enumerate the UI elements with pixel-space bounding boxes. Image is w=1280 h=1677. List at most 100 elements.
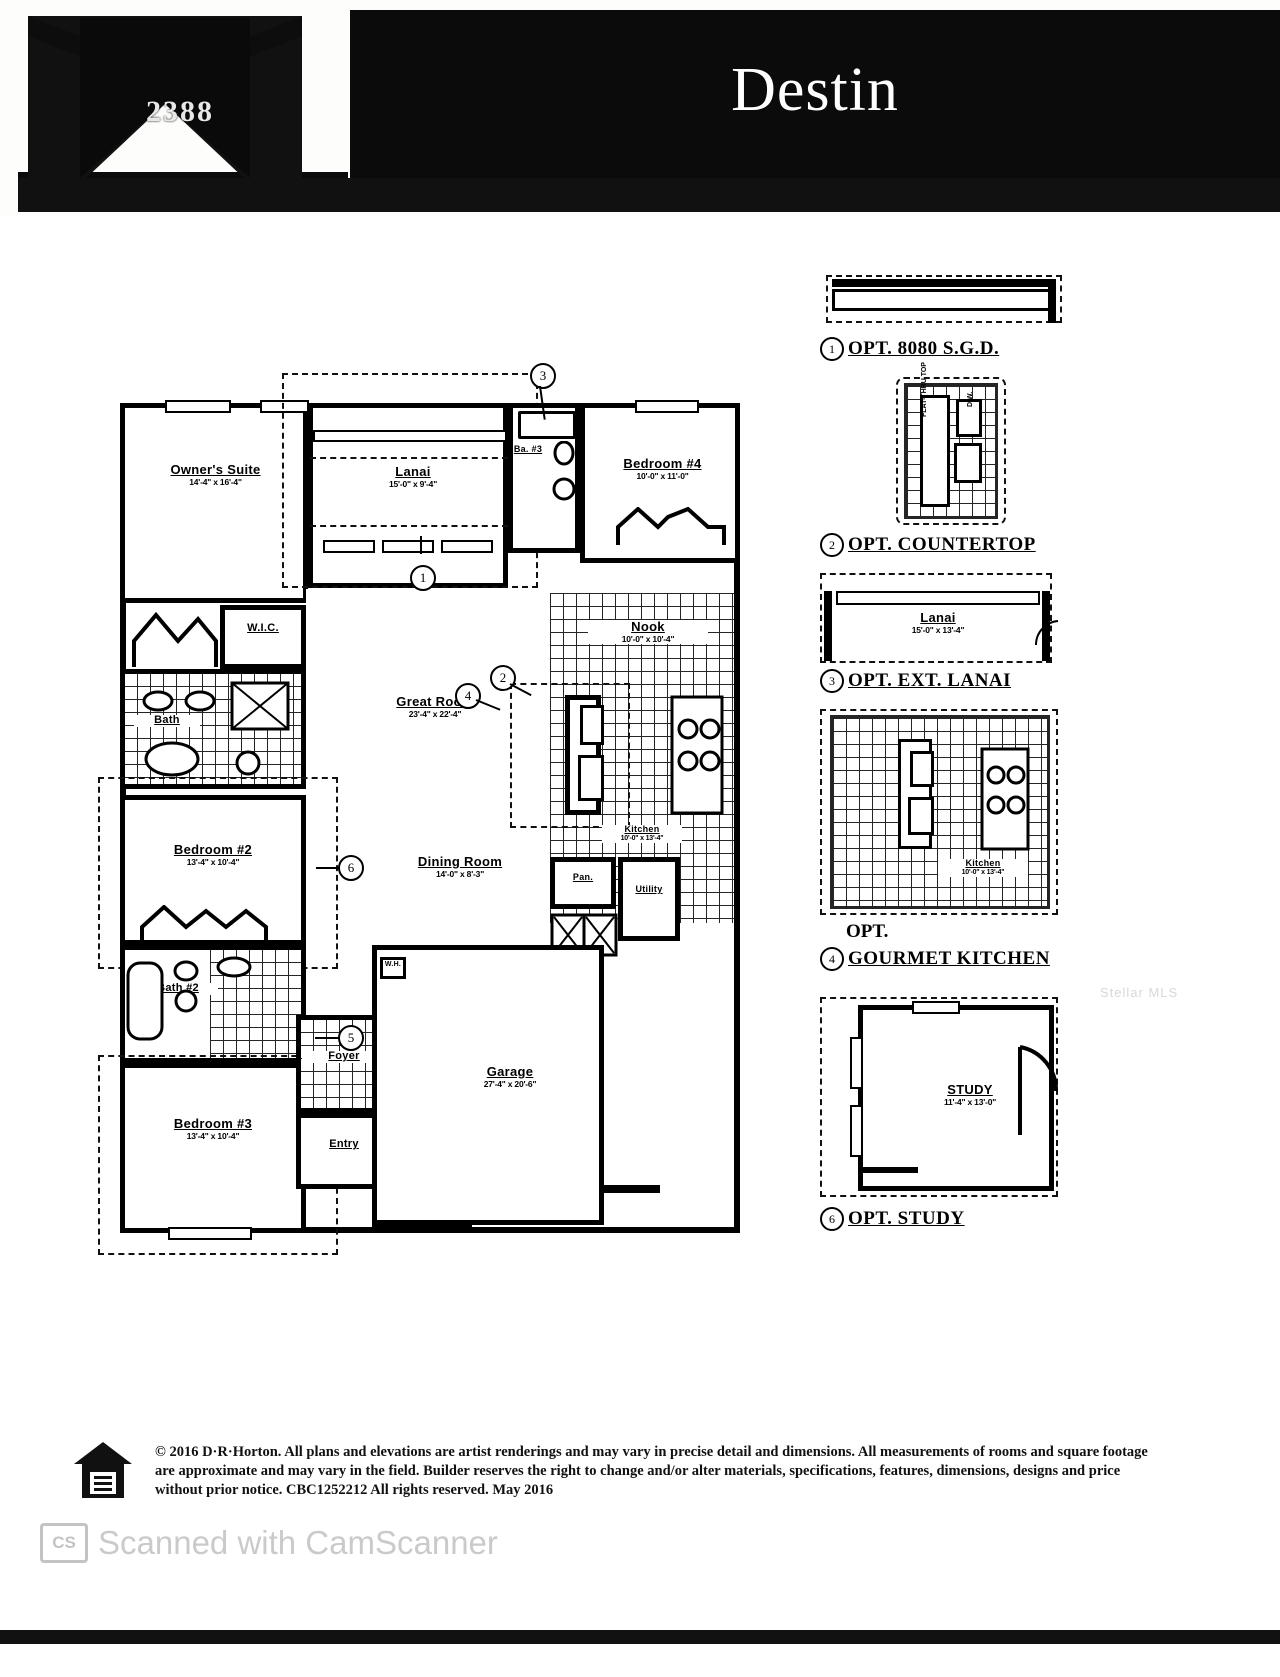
gourmet-dash-outline [820,709,1058,915]
window-owners-1 [165,400,231,413]
document-header: 2388 Destin [0,0,1280,215]
leader-1 [420,536,422,554]
option-3-title: OPT. EXT. LANAI [848,670,1012,691]
lanai-dash-1 [310,457,508,459]
callout-6[interactable]: 6 [338,855,364,881]
callout-2[interactable]: 2 [490,665,516,691]
garage-wh [380,957,406,979]
label-garage: Garage 27'-4" x 20'-6" [483,1064,537,1089]
option-6-number[interactable]: 6 [820,1207,844,1231]
countertop-island [920,395,950,507]
kitchen-sink-fixtures [670,695,724,815]
option-1-caption: 1 OPT. 8080 S.G.D. [820,337,1080,361]
option-2-caption: 2 OPT. COUNTERTOP [820,533,1080,557]
owners-bath-fixtures [142,681,290,777]
option-1-title: OPT. 8080 S.G.D. [848,338,1000,359]
window-bed4 [635,400,699,413]
option-3-caption: 3 OPT. EXT. LANAI [820,669,1080,693]
plan-number-ribbon: 2388 [20,8,310,180]
label-kitchen: Kitchen 10'-0" x 13'-4" [602,824,682,843]
option-4-caption: 4 GOURMET KITCHEN [820,947,1080,971]
header-bottom-rule [18,178,1280,212]
footer-bottom-bar [0,1630,1280,1644]
label-bath-2: Bath #2 [138,982,218,995]
label-wic: W.I.C. [247,622,279,634]
plan-title: Destin [731,55,899,124]
study-door-swing [1018,1045,1059,1135]
camscanner-text: Scanned with CamScanner [98,1524,498,1561]
dw-note: D.W. [967,391,974,407]
label-owners-suite: Owner's Suite 14'-4" x 16'-4" [170,462,261,487]
camscanner-watermark: CS Scanned with CamScanner [40,1523,498,1563]
leader-5 [315,1037,339,1039]
label-dining-room: Dining Room 14'-0" x 8'-3" [417,854,503,879]
label-pantry: Pan. [572,872,594,882]
label-great-room: Great Room 23'-4" x 22'-4" [396,694,474,719]
kitchen-dw [580,705,604,745]
countertop-tile [904,383,998,519]
lanai-beam [836,591,1040,605]
label-lanai: Lanai 15'-0" x 9'-4" [388,464,438,489]
wic-closet-shelves [132,611,218,667]
sgd-top-wall [832,279,1054,287]
option-4-title-line1: OPT. [846,921,889,942]
option-4-number[interactable]: 4 [820,947,844,971]
study-dash-outline [820,997,1058,1197]
lanai-rail [313,430,507,442]
option-sgd: 1 OPT. 8080 S.G.D. [820,275,1080,361]
label-water-heater: W.H. [384,961,402,968]
lanai-dash-outline [820,573,1052,663]
label-bedroom-2: Bedroom #2 13'-4" x 10'-4" [173,842,253,867]
gourmet-dw [910,751,934,787]
lanai-left-wall [824,591,832,661]
label-utility: Utility [635,884,663,894]
label-bedroom-3: Bedroom #3 13'-4" x 10'-4" [173,1116,253,1141]
countertop-option-outline [510,683,630,828]
option-2-number[interactable]: 2 [820,533,844,557]
room-garage [372,945,604,1225]
countertop-range [954,443,982,483]
lanai-dash-2 [310,525,508,527]
option-2-title: OPT. COUNTERTOP [848,534,1036,555]
label-opt-lanai: Lanai 15'-0" x 13'-4" [911,610,965,635]
option-study: STUDY 11'-4" x 13'-0" 6 OPT. STUDY [820,997,1080,1231]
copyright-text: © 2016 D·R·Horton. All plans and elevati… [155,1444,1148,1499]
option-countertop: FLAT-THRU TOP D.W. 2 OPT. COUNTERTOP [820,362,1080,557]
room-bedroom-4 [580,403,740,563]
option-3-number[interactable]: 3 [820,669,844,693]
callout-3[interactable]: 3 [530,363,556,389]
label-opt-kitchen: Kitchen 10'-0" x 13'-4" [938,858,1028,877]
sgd-right-jamb [1048,279,1056,323]
slider-door-1 [323,540,375,553]
label-bath-3: Ba. #3 [513,444,543,454]
study-window-left-2 [850,1105,863,1157]
leader-6 [316,867,340,869]
label-bath: Bath [134,714,200,727]
callout-1[interactable]: 1 [410,565,436,591]
option-1-number[interactable]: 1 [820,337,844,361]
callout-5[interactable]: 5 [338,1025,364,1051]
plan-number: 2388 [146,95,214,128]
drawing-sheet: Stellar MLS Owner's Suite 14'-4" x 16'-4… [0,215,1280,1447]
header-black-band [350,10,1280,180]
option-6-title: OPT. STUDY [848,1208,965,1229]
callout-4[interactable]: 4 [455,683,481,709]
stellar-watermark: Stellar MLS [1100,985,1179,1000]
option-6-caption: 6 OPT. STUDY [820,1207,1080,1231]
gourmet-range [908,797,934,835]
camscanner-logo: CS [40,1523,88,1563]
floor-plan-drawing: Owner's Suite 14'-4" x 16'-4" Lanai 15'-… [98,363,760,1455]
tub-bath3 [518,411,576,439]
closet-bed2 [140,905,268,945]
option-ext-lanai: Lanai 15'-0" x 13'-4" 3 OPT. EXT. LANAI [820,573,1080,693]
garage-apron-left [372,1220,472,1228]
closet-bed4 [616,507,726,545]
window-bed3 [168,1227,252,1240]
study-bottom-wall [858,1167,918,1173]
equal-housing-logo-icon [74,1442,132,1498]
label-nook: Nook 10'-0" x 10'-4" [588,620,708,644]
room-wic [220,605,306,669]
document-footer: © 2016 D·R·Horton. All plans and elevati… [0,1405,1280,1677]
label-study: STUDY 11'-4" x 13'-0" [943,1082,997,1107]
